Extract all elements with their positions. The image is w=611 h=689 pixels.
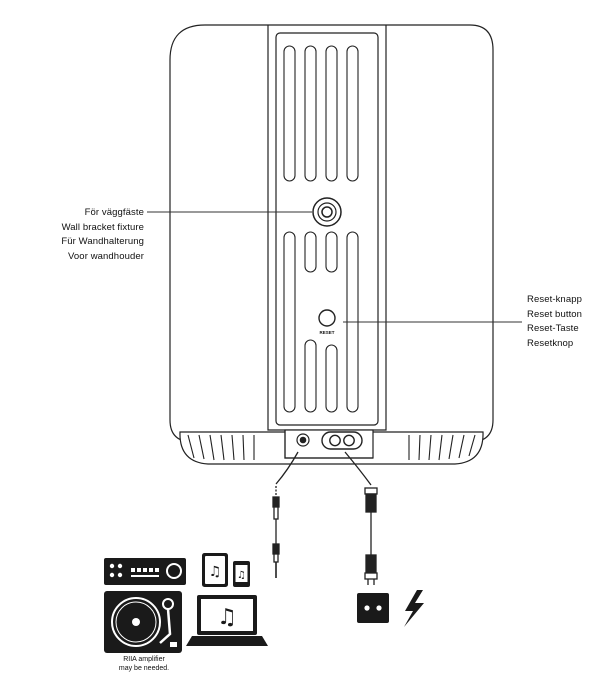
tablet-icon: ♫ bbox=[202, 553, 228, 587]
reset-label-nl: Resetknop bbox=[527, 337, 574, 349]
svg-text:♫: ♫ bbox=[209, 564, 222, 580]
phone-icon: ♫ bbox=[233, 561, 250, 587]
reset-label-de: Reset-Taste bbox=[527, 323, 579, 334]
wall-bracket-label-nl: Voor wandhouder bbox=[68, 250, 144, 262]
svg-text:♫: ♫ bbox=[237, 570, 246, 581]
wall-bracket-label-de: Für Wandhalterung bbox=[61, 236, 144, 247]
wall-bracket-screw-icon bbox=[312, 197, 342, 227]
callout-lines bbox=[147, 211, 522, 323]
wall-outlet-icon bbox=[357, 593, 389, 623]
reset-label-sv: Reset-knapp bbox=[527, 294, 582, 305]
reset-callout: Reset-knapp Reset button Reset-Taste Res… bbox=[527, 293, 582, 351]
wall-bracket-label-en: Wall bracket fixture bbox=[61, 221, 144, 233]
reset-label-en: Reset button bbox=[527, 308, 583, 320]
reset-button bbox=[318, 309, 336, 327]
wall-bracket-label-sv: För väggfäste bbox=[84, 207, 144, 218]
wall-bracket-callout: För väggfäste Wall bracket fixture Für W… bbox=[61, 206, 144, 264]
turntable-icon bbox=[104, 591, 182, 653]
riaa-note-line-1: RIIA amplifier bbox=[123, 656, 165, 663]
riaa-note-line-2: may be needed. bbox=[118, 665, 170, 672]
power-socket-icon bbox=[321, 431, 363, 450]
back-panel bbox=[267, 25, 387, 431]
aux-input-jack-icon bbox=[296, 433, 310, 447]
speaker-body bbox=[169, 24, 494, 465]
svg-text:♫: ♫ bbox=[217, 605, 237, 630]
power-cable bbox=[344, 451, 378, 585]
stereo-receiver-icon bbox=[104, 558, 186, 585]
riaa-amplifier-note: RIIA amplifier may be needed. bbox=[104, 655, 184, 673]
base-vents bbox=[187, 434, 476, 461]
laptop-icon: ♫ bbox=[186, 595, 268, 646]
aux-cable bbox=[272, 451, 299, 578]
grille-slots bbox=[283, 45, 359, 413]
lightning-bolt-icon bbox=[404, 590, 424, 627]
reset-button-label: RESET bbox=[319, 330, 334, 335]
